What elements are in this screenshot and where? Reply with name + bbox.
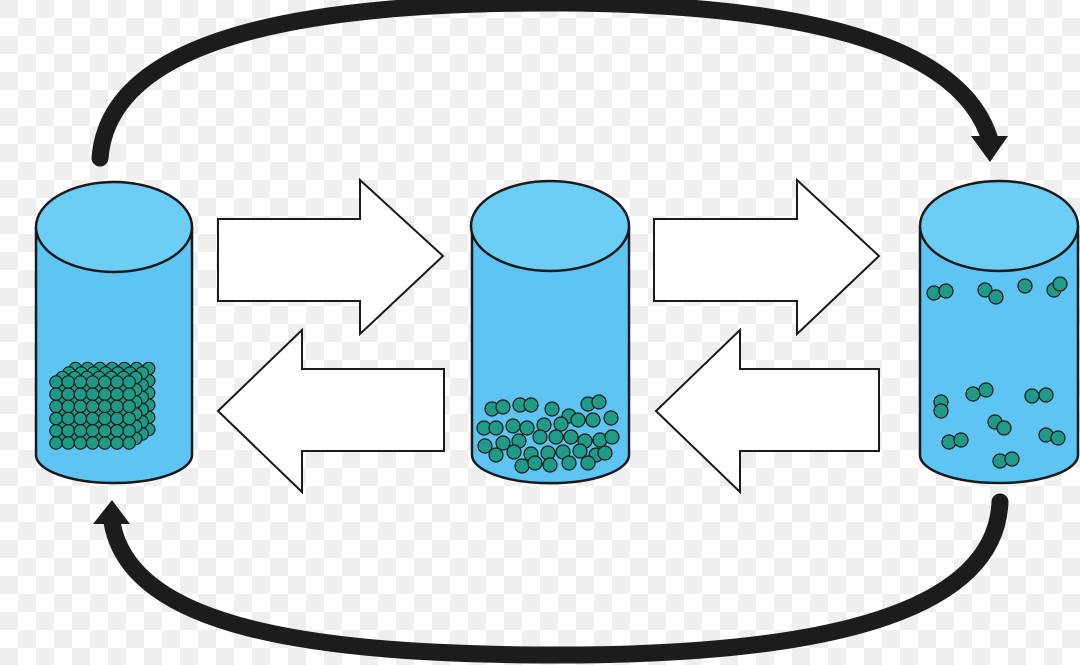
loop-arrow-bottom (93, 493, 1009, 664)
particle (495, 399, 511, 415)
particle (996, 420, 1012, 436)
particle (1024, 388, 1040, 404)
block-arrow-middle-to-left (216, 327, 445, 495)
particle (85, 387, 100, 401)
particle (495, 435, 511, 451)
particles-lattice (49, 361, 156, 450)
particle (49, 387, 63, 401)
particle (122, 411, 136, 426)
block-arrow-middle-to-right (653, 177, 881, 337)
particle (506, 444, 522, 460)
particle (49, 436, 63, 450)
particle (122, 387, 136, 401)
particle (597, 445, 613, 461)
particle (98, 436, 112, 450)
particle (544, 401, 560, 417)
particle (542, 457, 558, 473)
particle (61, 399, 75, 414)
particle (98, 375, 112, 389)
particle (73, 399, 88, 414)
particle (49, 411, 63, 426)
container-left (34, 180, 194, 485)
particles-packed (476, 394, 620, 474)
particle (933, 403, 949, 419)
particle (965, 386, 981, 402)
particle (953, 432, 969, 448)
particle (85, 423, 100, 438)
particle (527, 455, 543, 471)
particle (523, 397, 539, 413)
particle (122, 423, 136, 438)
particle (73, 423, 88, 438)
particle (73, 436, 88, 450)
particle (49, 375, 63, 389)
particle (110, 375, 124, 389)
particle (604, 429, 620, 445)
particle (514, 458, 530, 474)
particle (477, 438, 493, 454)
particle (570, 412, 586, 428)
particle (61, 423, 75, 438)
particle (61, 411, 75, 426)
particle (603, 410, 619, 426)
particle (1004, 451, 1020, 467)
particle (85, 399, 100, 414)
particle (110, 387, 124, 401)
particle (532, 429, 548, 445)
particle (585, 412, 601, 428)
particle (1050, 430, 1066, 446)
particle (98, 411, 112, 426)
particle (98, 387, 112, 401)
block-arrow-right-to-middle (654, 327, 880, 495)
particle (73, 411, 88, 426)
particle (110, 436, 124, 450)
particle (110, 423, 124, 438)
particle (563, 429, 579, 445)
particle (98, 399, 112, 414)
particle (938, 283, 954, 299)
particle (73, 387, 88, 401)
particle (122, 375, 136, 389)
particle (1052, 276, 1068, 292)
particle (553, 416, 569, 432)
particle (49, 399, 63, 414)
particle (548, 429, 564, 445)
particle (85, 375, 100, 389)
particle (505, 418, 521, 434)
particle (61, 375, 75, 389)
particle (85, 411, 100, 426)
particle (977, 282, 993, 298)
particles-dispersed (926, 276, 1068, 469)
particle (85, 436, 100, 450)
particle (61, 387, 75, 401)
particle (488, 447, 504, 463)
particle (978, 382, 994, 398)
loop-arrow-top (91, 0, 1008, 167)
particle (49, 423, 63, 438)
particle (988, 289, 1004, 305)
particle (122, 436, 136, 450)
particle (572, 443, 588, 459)
container-right (918, 179, 1080, 485)
particle (580, 455, 596, 471)
particle (488, 420, 504, 436)
particle (519, 420, 535, 436)
particle (73, 375, 88, 389)
particle (561, 455, 577, 471)
particle (591, 394, 607, 410)
particle (61, 436, 75, 450)
particle (98, 423, 112, 438)
particle (1017, 278, 1033, 294)
block-arrow-left-to-middle (217, 177, 445, 337)
particle (1038, 387, 1054, 403)
container-middle (469, 179, 631, 485)
particle (110, 399, 124, 414)
particle (122, 399, 136, 414)
particle (110, 411, 124, 426)
